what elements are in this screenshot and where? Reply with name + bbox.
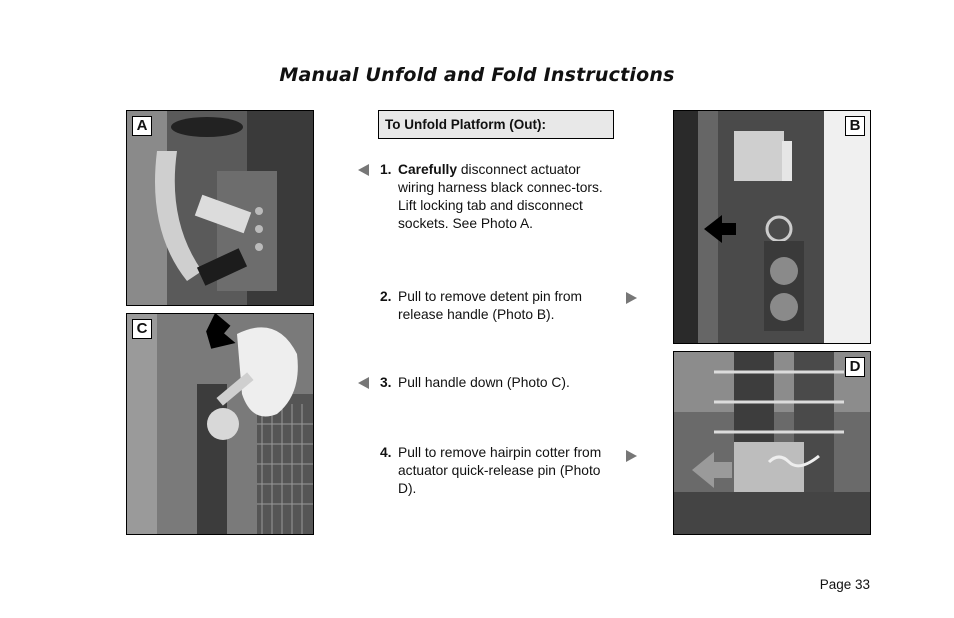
step-item: 1. Carefully disconnect actuator wiring … — [380, 161, 620, 233]
page-number: Page 33 — [819, 577, 870, 592]
step-text: Carefully disconnect actuator wiring har… — [380, 161, 620, 233]
section-heading: To Unfold Platform (Out): — [378, 110, 614, 139]
photo-a: A — [126, 110, 314, 306]
pointer-right-icon — [626, 292, 637, 304]
photo-b-image — [674, 111, 870, 343]
step-item: 3. Pull handle down (Photo C). — [380, 374, 620, 392]
step-body: disconnect actuator wiring harness black… — [398, 162, 603, 231]
photo-b: B — [673, 110, 871, 344]
photo-label: A — [132, 116, 152, 136]
step-text: Pull to remove detent pin from release h… — [398, 289, 583, 322]
photo-d-image — [674, 352, 870, 534]
step-text: Pull handle down (Photo C). — [398, 375, 570, 390]
photo-c: C — [126, 313, 314, 535]
photo-label: C — [132, 319, 152, 339]
step-text: Pull to remove hairpin cotter from actua… — [398, 445, 602, 496]
step-item: 4. Pull to remove hairpin cotter from ac… — [380, 444, 620, 498]
step-number: 1. — [380, 162, 392, 177]
step-number: 2. — [380, 289, 392, 304]
step-item: 2. Pull to remove detent pin from releas… — [380, 288, 620, 324]
photo-label: D — [845, 357, 865, 377]
photo-c-image — [127, 314, 313, 534]
photo-d: D — [673, 351, 871, 535]
step-emphasis: Carefully — [398, 162, 458, 177]
step-number: 4. — [380, 445, 392, 460]
page-title: Manual Unfold and Fold Instructions — [279, 64, 675, 86]
pointer-left-icon — [358, 164, 369, 176]
step-number: 3. — [380, 375, 392, 390]
photo-a-image — [127, 111, 313, 305]
pointer-right-icon — [626, 450, 637, 462]
pointer-left-icon — [358, 377, 369, 389]
photo-label: B — [845, 116, 865, 136]
